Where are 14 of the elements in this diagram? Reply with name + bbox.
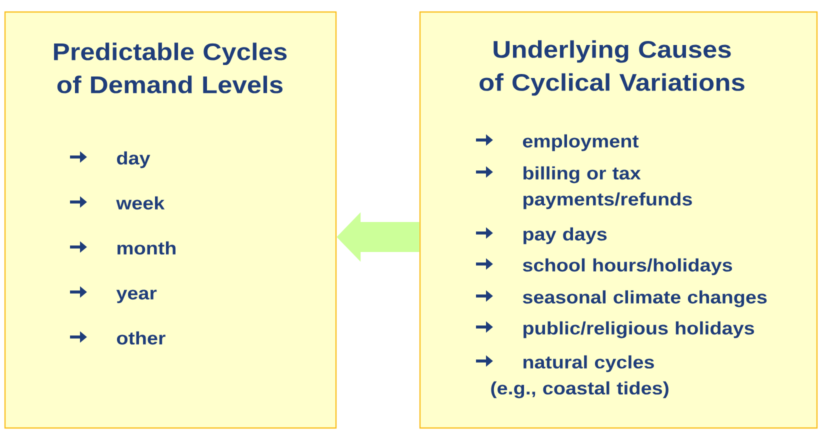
list-item: pay days	[524, 227, 607, 244]
list-item: month	[118, 241, 176, 255]
list-item: day	[117, 151, 150, 168]
list-item: public/religious holidays	[524, 321, 754, 338]
heading: Predictable Cycles of Demand Levels	[54, 42, 287, 94]
list-item: school hours/holidays	[522, 258, 732, 276]
list-item: billing or tax payments/refunds	[524, 166, 692, 210]
list-item: employment	[522, 134, 639, 152]
heading: Underlying Causes of Cyclical Variations	[480, 40, 744, 96]
list-item: week	[116, 196, 165, 210]
list-item: other	[116, 331, 166, 345]
list-item: seasonal climate changes	[522, 290, 767, 308]
list-item: natural cycles (e.g., coastal tides)	[491, 355, 668, 398]
list-item: year	[116, 290, 157, 304]
